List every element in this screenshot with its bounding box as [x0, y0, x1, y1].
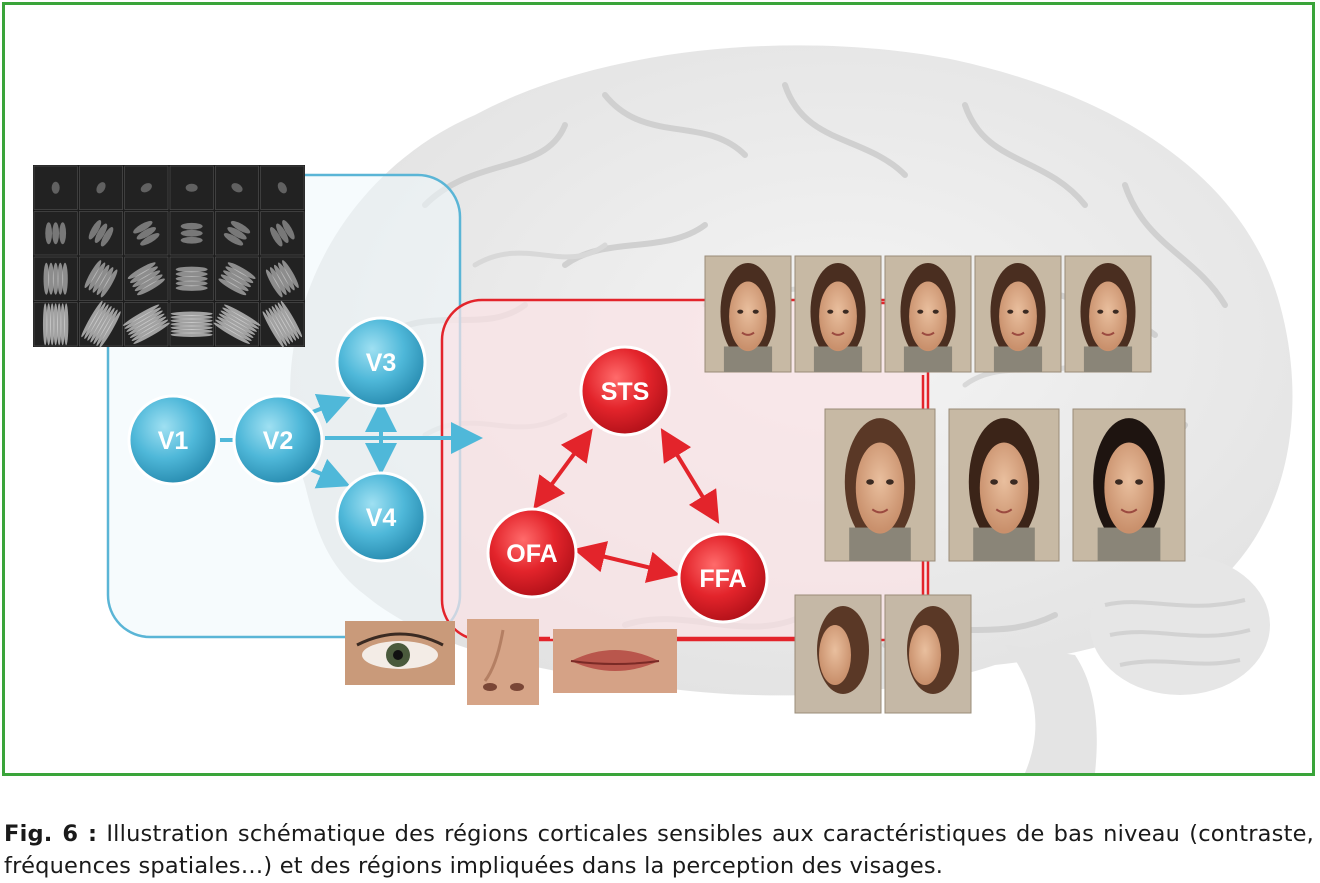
gabor-filter-bank-image: [33, 165, 305, 348]
facial-expression-photos: [704, 255, 1152, 373]
node-v2-label: V2: [263, 427, 294, 455]
face-identity-photos: [824, 408, 1186, 562]
node-v3: V3: [335, 316, 427, 408]
caption-label: Fig. 6 :: [4, 821, 98, 847]
face-profile-photos: [794, 594, 972, 714]
node-v4: V4: [335, 471, 427, 563]
node-ofa: OFA: [486, 507, 578, 599]
node-v2: V2: [232, 394, 324, 486]
node-sts: STS: [579, 345, 671, 437]
node-sts-label: STS: [601, 378, 650, 406]
caption-text: Illustration schématique des régions cor…: [4, 821, 1314, 879]
figure-caption: Fig. 6 : Illustration schématique des ré…: [4, 818, 1314, 882]
figure-frame: V1 V2 V3 V4 STS OFA FFA: [2, 2, 1315, 776]
face-network-arrows: [533, 428, 720, 583]
node-ofa-label: OFA: [506, 540, 557, 568]
node-v3-label: V3: [366, 349, 397, 377]
face-perception-diagram: V1 V2 V3 V4 STS OFA FFA: [33, 45, 1293, 773]
facial-part-photos: [345, 619, 677, 705]
node-v1-label: V1: [158, 427, 189, 455]
node-v4-label: V4: [366, 504, 397, 532]
node-v1: V1: [127, 394, 219, 486]
node-ffa: FFA: [677, 532, 769, 624]
node-ffa-label: FFA: [699, 565, 746, 593]
